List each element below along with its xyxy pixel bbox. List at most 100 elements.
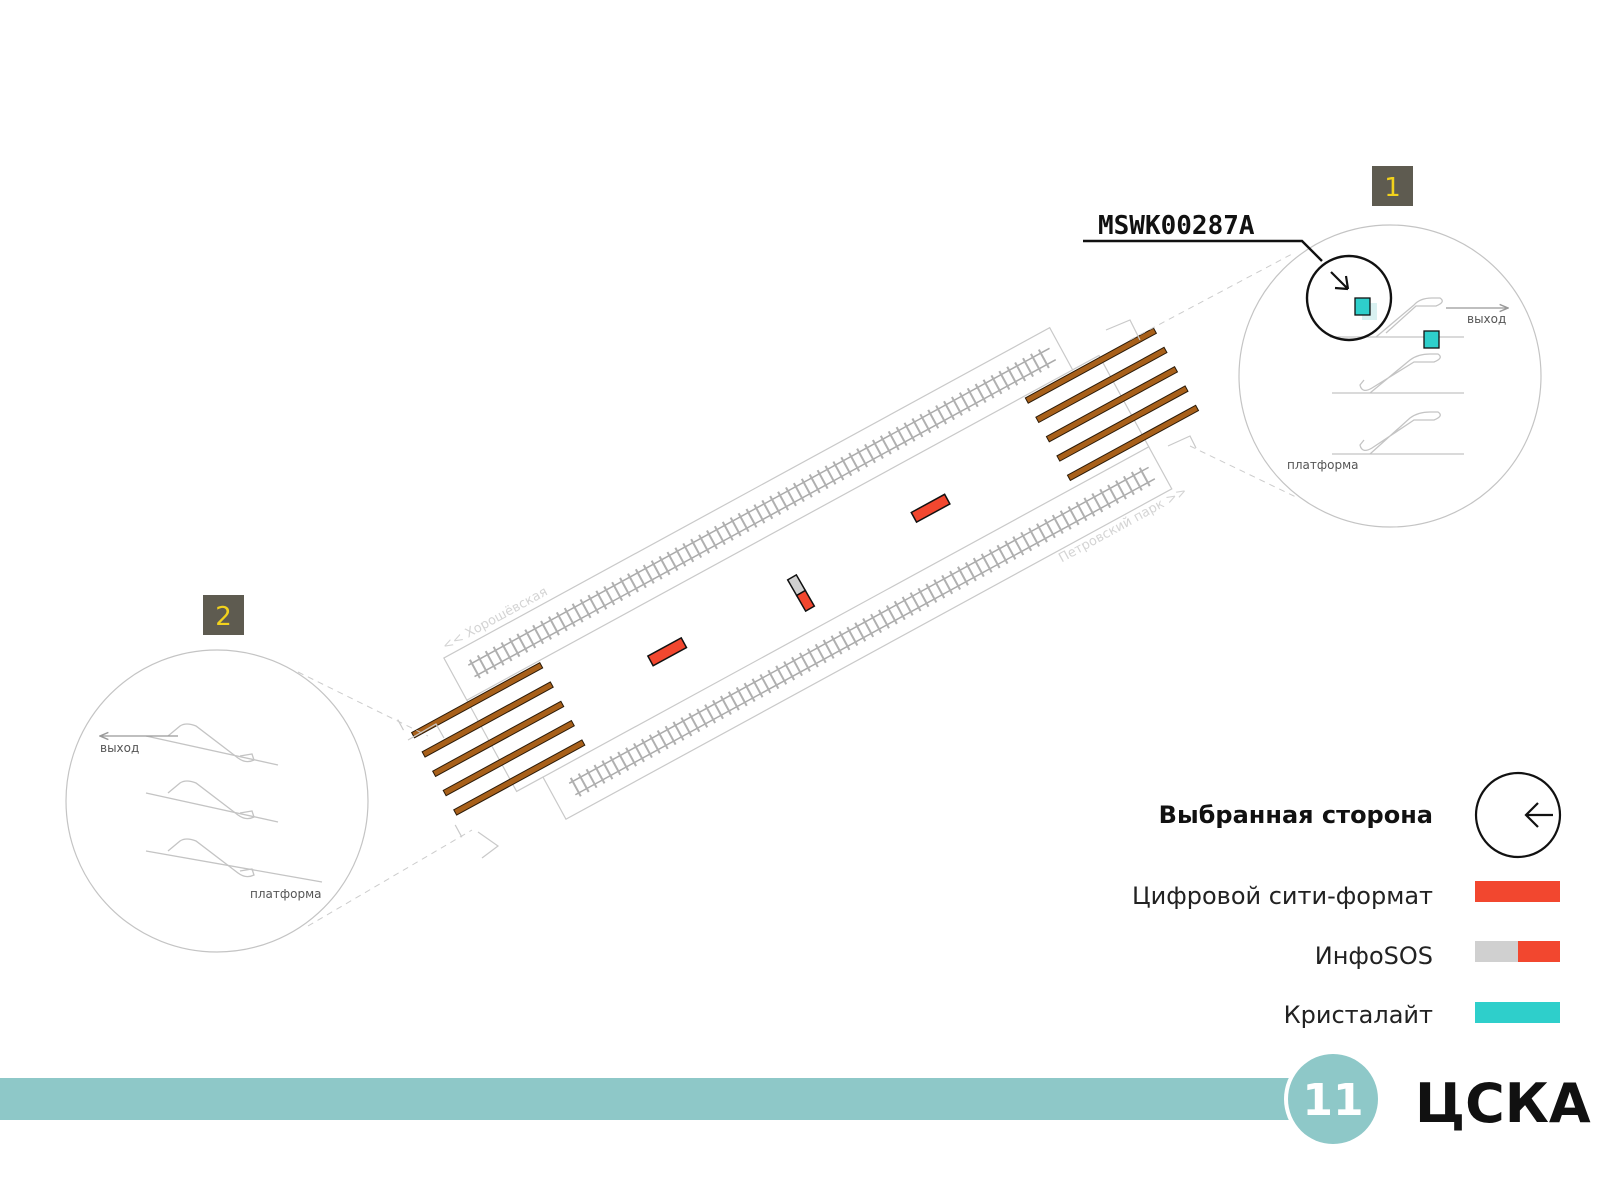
rail-tie [500,642,513,662]
rail-tie [656,730,669,750]
rail-tie [753,504,766,524]
rail-tie [1030,353,1042,373]
rail-tie [508,637,521,658]
line-number: 11 [1302,1075,1363,1126]
escalators-left [397,661,586,838]
rail-tie [872,439,884,459]
rail-tie [1115,480,1127,500]
rail-tie [854,622,867,642]
rail-tie [840,456,853,477]
rail-tie [1004,540,1017,560]
rail-tie [990,374,1003,395]
rail-tie [806,648,819,668]
rail-tie [611,581,624,602]
rail-tie [941,574,954,595]
rail-tie [595,590,608,610]
rail-tie [909,592,922,612]
rail-tie [577,773,590,793]
legend-digital-city-label: Цифровой сити-формат [1132,882,1433,910]
rail-tie [476,654,489,675]
rail-tie [593,764,606,784]
rail-tie [925,583,938,603]
selection-circle [1305,254,1393,342]
rail-tie [1138,467,1151,487]
rail-tie [1091,493,1104,513]
rail-tie [996,544,1009,565]
rail-tie [579,598,592,619]
rail-tie [935,405,948,425]
rail-tie [1014,362,1027,382]
rail-tie [696,708,709,728]
infosos-screen[interactable] [786,573,816,613]
platform-group: << Хорошёвская Петровский парк >> [397,326,1200,838]
digital-city-screen[interactable] [910,493,951,524]
crystalite-screen-selected[interactable] [1354,297,1371,316]
rail-tie [642,564,655,584]
rail-tie [609,755,622,776]
rail-tie [785,486,797,507]
rail-tie [974,383,987,403]
rail-tie [903,422,916,442]
rail-tie [966,387,979,408]
rail-tie [769,495,782,515]
rail-tie [998,370,1011,391]
rail-tie [846,626,859,647]
inset-exit-2: выход платформа 2 [65,595,500,953]
rail-tie [1067,505,1080,526]
rail-tie [838,630,851,651]
rail-tie [720,695,732,715]
rail-tie [972,557,985,578]
rail-tie [601,760,614,780]
rail-tie [848,452,861,472]
rail-tie [619,577,631,597]
rail-tie [680,717,693,737]
rail-tie [1123,475,1135,496]
rail-tie [727,691,740,711]
track-outline-upper [443,326,1074,701]
rail-tie [603,586,616,606]
rail-tie [887,430,900,451]
rail-tie [469,659,481,679]
rail-tie [808,474,821,494]
rail-tie [713,525,726,546]
badge-exit-2-number: 2 [215,602,232,632]
crystalite-screen[interactable] [1423,330,1440,349]
legend-digital-city-swatch [1475,881,1560,902]
rail-tie [587,594,600,615]
rail-tie [1006,366,1019,386]
rail-tie [1012,536,1025,556]
rail-tie [617,751,630,771]
rail-tie [951,396,963,416]
screen-code-label: MSWK00287A [1098,211,1255,241]
line-band: 11 ЦСКА [0,1050,1591,1148]
rail-tie [585,768,598,789]
rail-tie [917,587,930,608]
rail-tie [943,400,955,421]
track-outline-lower [542,445,1173,821]
rail-tie [1130,471,1143,491]
rail-tie [1051,514,1064,534]
rail-tie [982,379,995,399]
digital-city-screen[interactable] [646,636,688,667]
rail-tie [958,392,971,412]
rail-tie [988,549,1001,569]
rail-tie [524,629,537,649]
rail-tie [704,704,717,724]
rail-tie [775,665,788,685]
rail-tie [1059,510,1072,530]
rail-tie [492,646,505,666]
rail-tie [571,603,584,623]
legend-crystalite-swatch [1475,1002,1560,1023]
rail-tie [759,674,772,694]
rail-tie [627,573,639,593]
rail-tie [830,635,843,655]
rail-tie [949,570,961,591]
escalators-right [1024,327,1200,482]
rail-tie [650,560,663,580]
rail-tie [672,721,685,741]
rail-tie [555,611,568,632]
legend-infosos-label: ИнфоSOS [1315,942,1433,970]
rail-tie [822,639,835,659]
rail-tie [1107,484,1120,504]
rail-tie [540,620,552,640]
